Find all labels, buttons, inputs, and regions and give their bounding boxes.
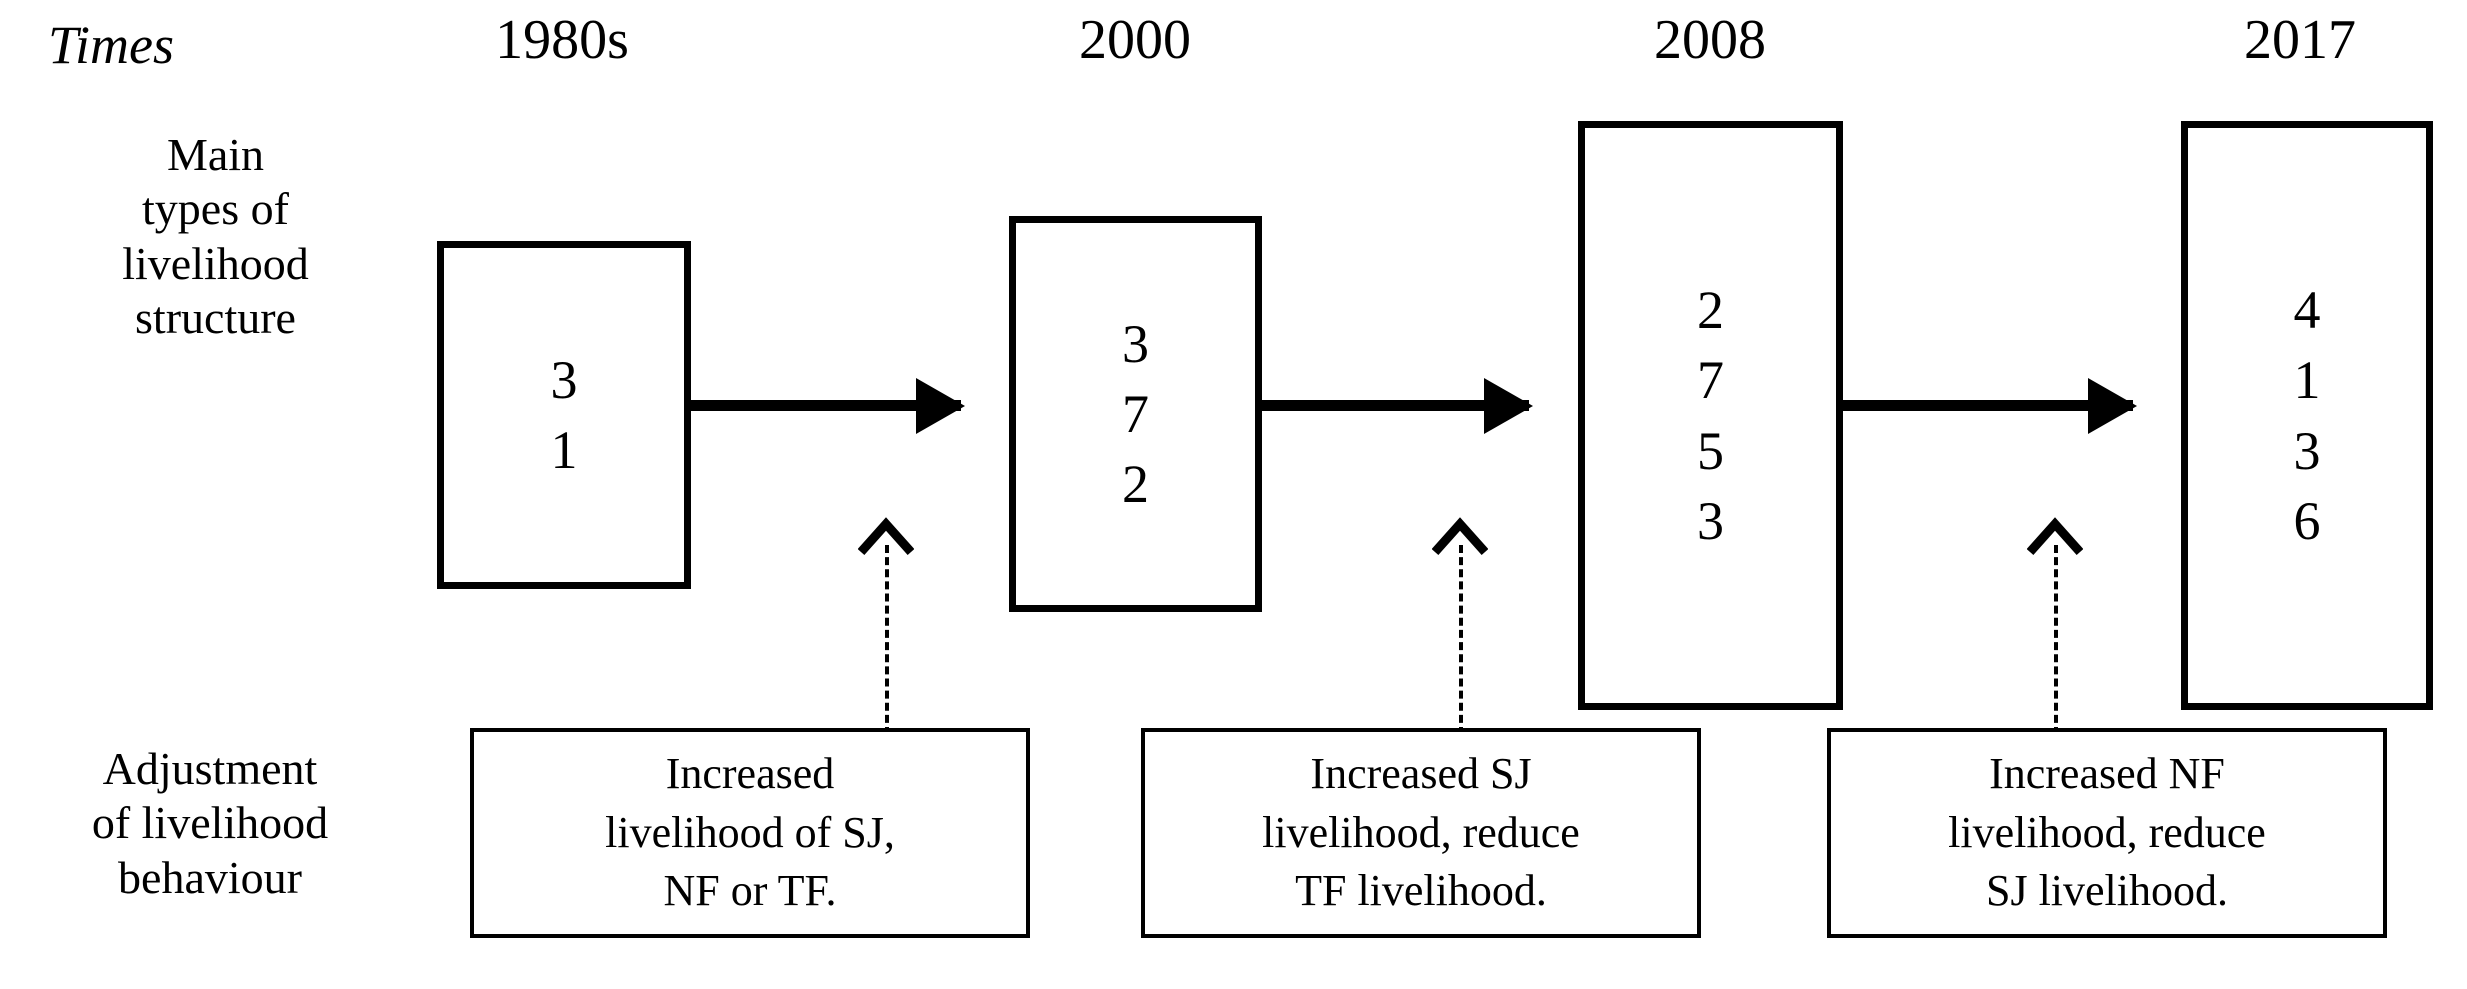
flow-arrow-2000-to-2008 bbox=[1262, 400, 1529, 411]
structure-digit: 4 bbox=[2293, 280, 2321, 341]
chevron-up-icon bbox=[1432, 516, 1488, 556]
adjustment-note-box-3[interactable]: Increased NF livelihood, reduce SJ livel… bbox=[1827, 728, 2387, 938]
structure-digit: 2 bbox=[1122, 454, 1149, 515]
structure-box-2008[interactable]: 2 7 5 3 bbox=[1578, 121, 1843, 710]
structure-box-2000[interactable]: 3 7 2 bbox=[1009, 216, 1262, 612]
structure-digit: 3 bbox=[2293, 420, 2321, 481]
adjustment-note-text: Increased NF livelihood, reduce SJ livel… bbox=[1948, 749, 2266, 916]
structure-digit: 7 bbox=[1122, 383, 1149, 444]
structure-digit: 3 bbox=[1697, 490, 1724, 551]
structure-digit: 3 bbox=[550, 349, 578, 410]
flow-arrow-1980s-to-2000 bbox=[691, 400, 961, 411]
year-header-1980s: 1980s bbox=[495, 9, 629, 71]
structure-box-2017[interactable]: 4 1 3 6 bbox=[2181, 121, 2433, 710]
dashed-connector-2 bbox=[1459, 545, 1463, 735]
chevron-up-icon bbox=[858, 516, 914, 556]
structure-digit: 6 bbox=[2293, 490, 2321, 551]
flow-arrow-2008-to-2017 bbox=[1843, 400, 2133, 411]
year-header-2000: 2000 bbox=[1079, 9, 1191, 71]
adjustment-note-text: Increased SJ livelihood, reduce TF livel… bbox=[1262, 749, 1580, 916]
structure-digit: 3 bbox=[1122, 313, 1149, 374]
adjustment-note-text: Increased livelihood of SJ, NF or TF. bbox=[605, 749, 895, 916]
adjustment-note-box-1[interactable]: Increased livelihood of SJ, NF or TF. bbox=[470, 728, 1030, 938]
chevron-up-icon bbox=[2027, 516, 2083, 556]
structure-digit: 5 bbox=[1697, 420, 1724, 481]
structure-box-1980s[interactable]: 3 1 bbox=[437, 241, 691, 589]
livelihood-structure-row-label: Main types of livelihood structure bbox=[122, 129, 309, 343]
year-header-2008: 2008 bbox=[1654, 9, 1766, 71]
structure-digit: 1 bbox=[550, 420, 578, 480]
structure-digit: 1 bbox=[2293, 350, 2321, 411]
times-row-label: Times bbox=[48, 15, 175, 75]
livelihood-behaviour-row-label: Adjustment of livelihood behaviour bbox=[91, 743, 329, 903]
year-header-2017: 2017 bbox=[2244, 9, 2356, 71]
dashed-connector-1 bbox=[885, 545, 889, 735]
adjustment-note-box-2[interactable]: Increased SJ livelihood, reduce TF livel… bbox=[1141, 728, 1701, 938]
structure-digit: 2 bbox=[1697, 280, 1724, 341]
structure-digit: 7 bbox=[1697, 350, 1724, 411]
dashed-connector-3 bbox=[2054, 545, 2058, 735]
